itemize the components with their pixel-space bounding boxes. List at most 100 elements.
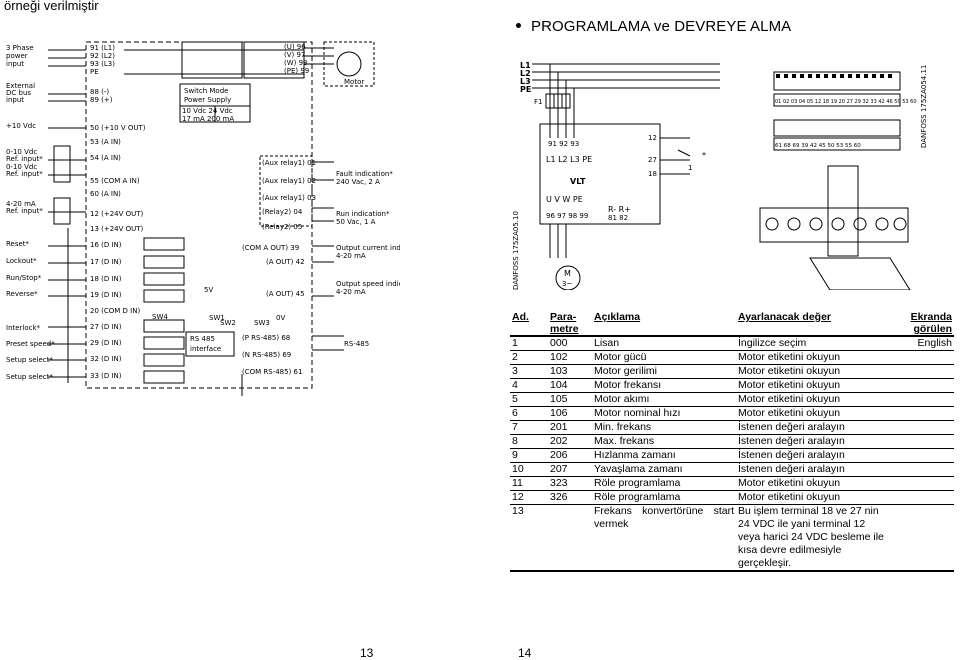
label-setup1: Setup select* (6, 356, 53, 364)
right-run: Run indication* (336, 210, 390, 218)
cell-param: 104 (548, 378, 592, 393)
label-lockout: Lockout* (6, 257, 37, 265)
right-run-rating: 50 Vac, 1 A (336, 218, 376, 226)
cell-value: İstenen değeri aralayın (736, 448, 890, 463)
cell-screen (890, 420, 954, 435)
cell-ad: 8 (510, 434, 548, 449)
psu-line3: 10 Vdc 24 Vdc (182, 107, 233, 115)
cell-param: 206 (548, 448, 592, 463)
cell-value: İstenen değeri aralayın (736, 462, 890, 477)
page-number-left: 13 (360, 646, 374, 660)
cell-value: Motor etiketini okuyun (736, 476, 890, 491)
misc-sw1: SW1 (209, 314, 225, 322)
cell-screen (890, 378, 954, 393)
terminal-block-diagram: 01 02 03 04 05 12 18 19 20 27 29 32 33 4… (750, 58, 958, 290)
misc-0v: 0V (276, 314, 285, 322)
vlt-top-terminals: 91 92 93 (548, 140, 579, 148)
motor-phase: 3~ (562, 280, 572, 288)
cell-screen (890, 364, 954, 379)
switch-label: 1 (688, 164, 692, 172)
motor-term-v: (V) 97 (284, 51, 305, 59)
term-93: 93 (L3) (90, 60, 115, 68)
page-caption: örneği verilmiştir (4, 0, 99, 13)
cell-screen (890, 350, 954, 365)
cell-desc: Min. frekans (592, 420, 736, 435)
term-29: 29 (D IN) (90, 339, 122, 347)
right-fault: Fault indication* (336, 170, 393, 178)
relay-02: (Aux relay1) 02 (262, 177, 316, 185)
out-68: (P RS-485) 68 (242, 334, 290, 342)
cell-param: 102 (548, 350, 592, 365)
term-12: 12 (+24V OUT) (90, 210, 144, 218)
motor-term-u: (U) 96 (284, 43, 306, 51)
cell-desc: Röle programlama (592, 490, 736, 505)
term-60: 60 (A IN) (90, 190, 121, 198)
cell-desc: Hızlanma zamanı (592, 448, 736, 463)
cell-ad: 6 (510, 406, 548, 421)
misc-rs485: RS 485 (190, 335, 215, 343)
psu-line1: Switch Mode (184, 87, 228, 95)
cell-value: Motor etiketini okuyun (736, 490, 890, 505)
right-fault-rating: 240 Vac, 2 A (336, 178, 380, 186)
vlt-stamp: DANFOSS 175ZA05.10 (512, 211, 520, 290)
header-ayarlanacak: Ayarlanacak değer (738, 311, 831, 323)
cell-value: Motor etiketini okuyun (736, 392, 890, 407)
misc-sw3: SW3 (254, 319, 270, 327)
right-speed-range: 4-20 mA (336, 288, 366, 296)
label-setup2: Setup select* (6, 373, 53, 381)
misc-interface: interface (190, 345, 221, 353)
right-speed: Output speed indication* (336, 280, 400, 288)
cell-ad: 11 (510, 476, 548, 491)
wiring-diagram: 3 Phase power input External DC bus inpu… (4, 38, 400, 396)
line-l3: L3 (520, 77, 531, 86)
motor-m: M (564, 269, 571, 278)
term-20: 20 (COM D IN) (90, 307, 140, 315)
cell-screen: English (890, 336, 954, 351)
cell-ad: 10 (510, 462, 548, 477)
tblock-top-numbers: 01 02 03 04 05 12 18 19 20 27 29 32 33 4… (775, 99, 917, 105)
label-3phase: 3 Phase (6, 44, 34, 52)
header-aciklama: Açıklama (594, 311, 641, 323)
psu-line2: Power Supply (184, 96, 231, 104)
vlt-term-12: 12 (648, 134, 657, 142)
cell-ad: 4 (510, 378, 548, 393)
cell-screen (890, 490, 954, 505)
term-pe: PE (90, 68, 99, 76)
cell-desc: Motor nominal hızı (592, 406, 736, 421)
cell-value: İstenen değeri aralayın (736, 434, 890, 449)
vlt-r-terminals: R- R+ (608, 205, 631, 214)
motor-term-pe: (PE) 99 (284, 67, 309, 75)
misc-5v: 5V (204, 286, 213, 294)
label-reset: Reset* (6, 240, 30, 248)
heading-text: PROGRAMLAMA ve DEVREYE ALMA (531, 18, 792, 35)
out-42: (A OUT) 42 (266, 258, 305, 266)
vlt-term-18: 18 (648, 170, 657, 178)
cell-screen (890, 434, 954, 449)
psu-line4: 17 mA 200 mA (182, 115, 234, 123)
label-420: 4-20 mA (6, 200, 36, 208)
cell-value: İstenen değeri aralayın (736, 420, 890, 435)
header-parametre: Para- metre (550, 311, 579, 335)
vlt-mid-terminals: L1 L2 L3 PE (546, 155, 592, 164)
out-39: (COM A OUT) 39 (242, 244, 299, 252)
header-ekranda: Ekranda görülen (910, 311, 952, 335)
vlt-bottom-numbers: 96 97 98 99 (546, 212, 588, 220)
cell-desc: Motor gerilimi (592, 364, 736, 379)
bullet-icon (516, 22, 521, 28)
cell-desc: Motor akımı (592, 392, 736, 407)
cell-param: 103 (548, 364, 592, 379)
label-power: power (6, 52, 28, 60)
cell-value: Motor etiketini okuyun (736, 364, 890, 379)
label-dcbus: DC bus (6, 89, 31, 97)
cell-ad: 5 (510, 392, 548, 407)
label-420b: Ref. input* (6, 207, 43, 215)
cell-ad: 13 (510, 504, 548, 572)
cell-param: 323 (548, 476, 592, 491)
